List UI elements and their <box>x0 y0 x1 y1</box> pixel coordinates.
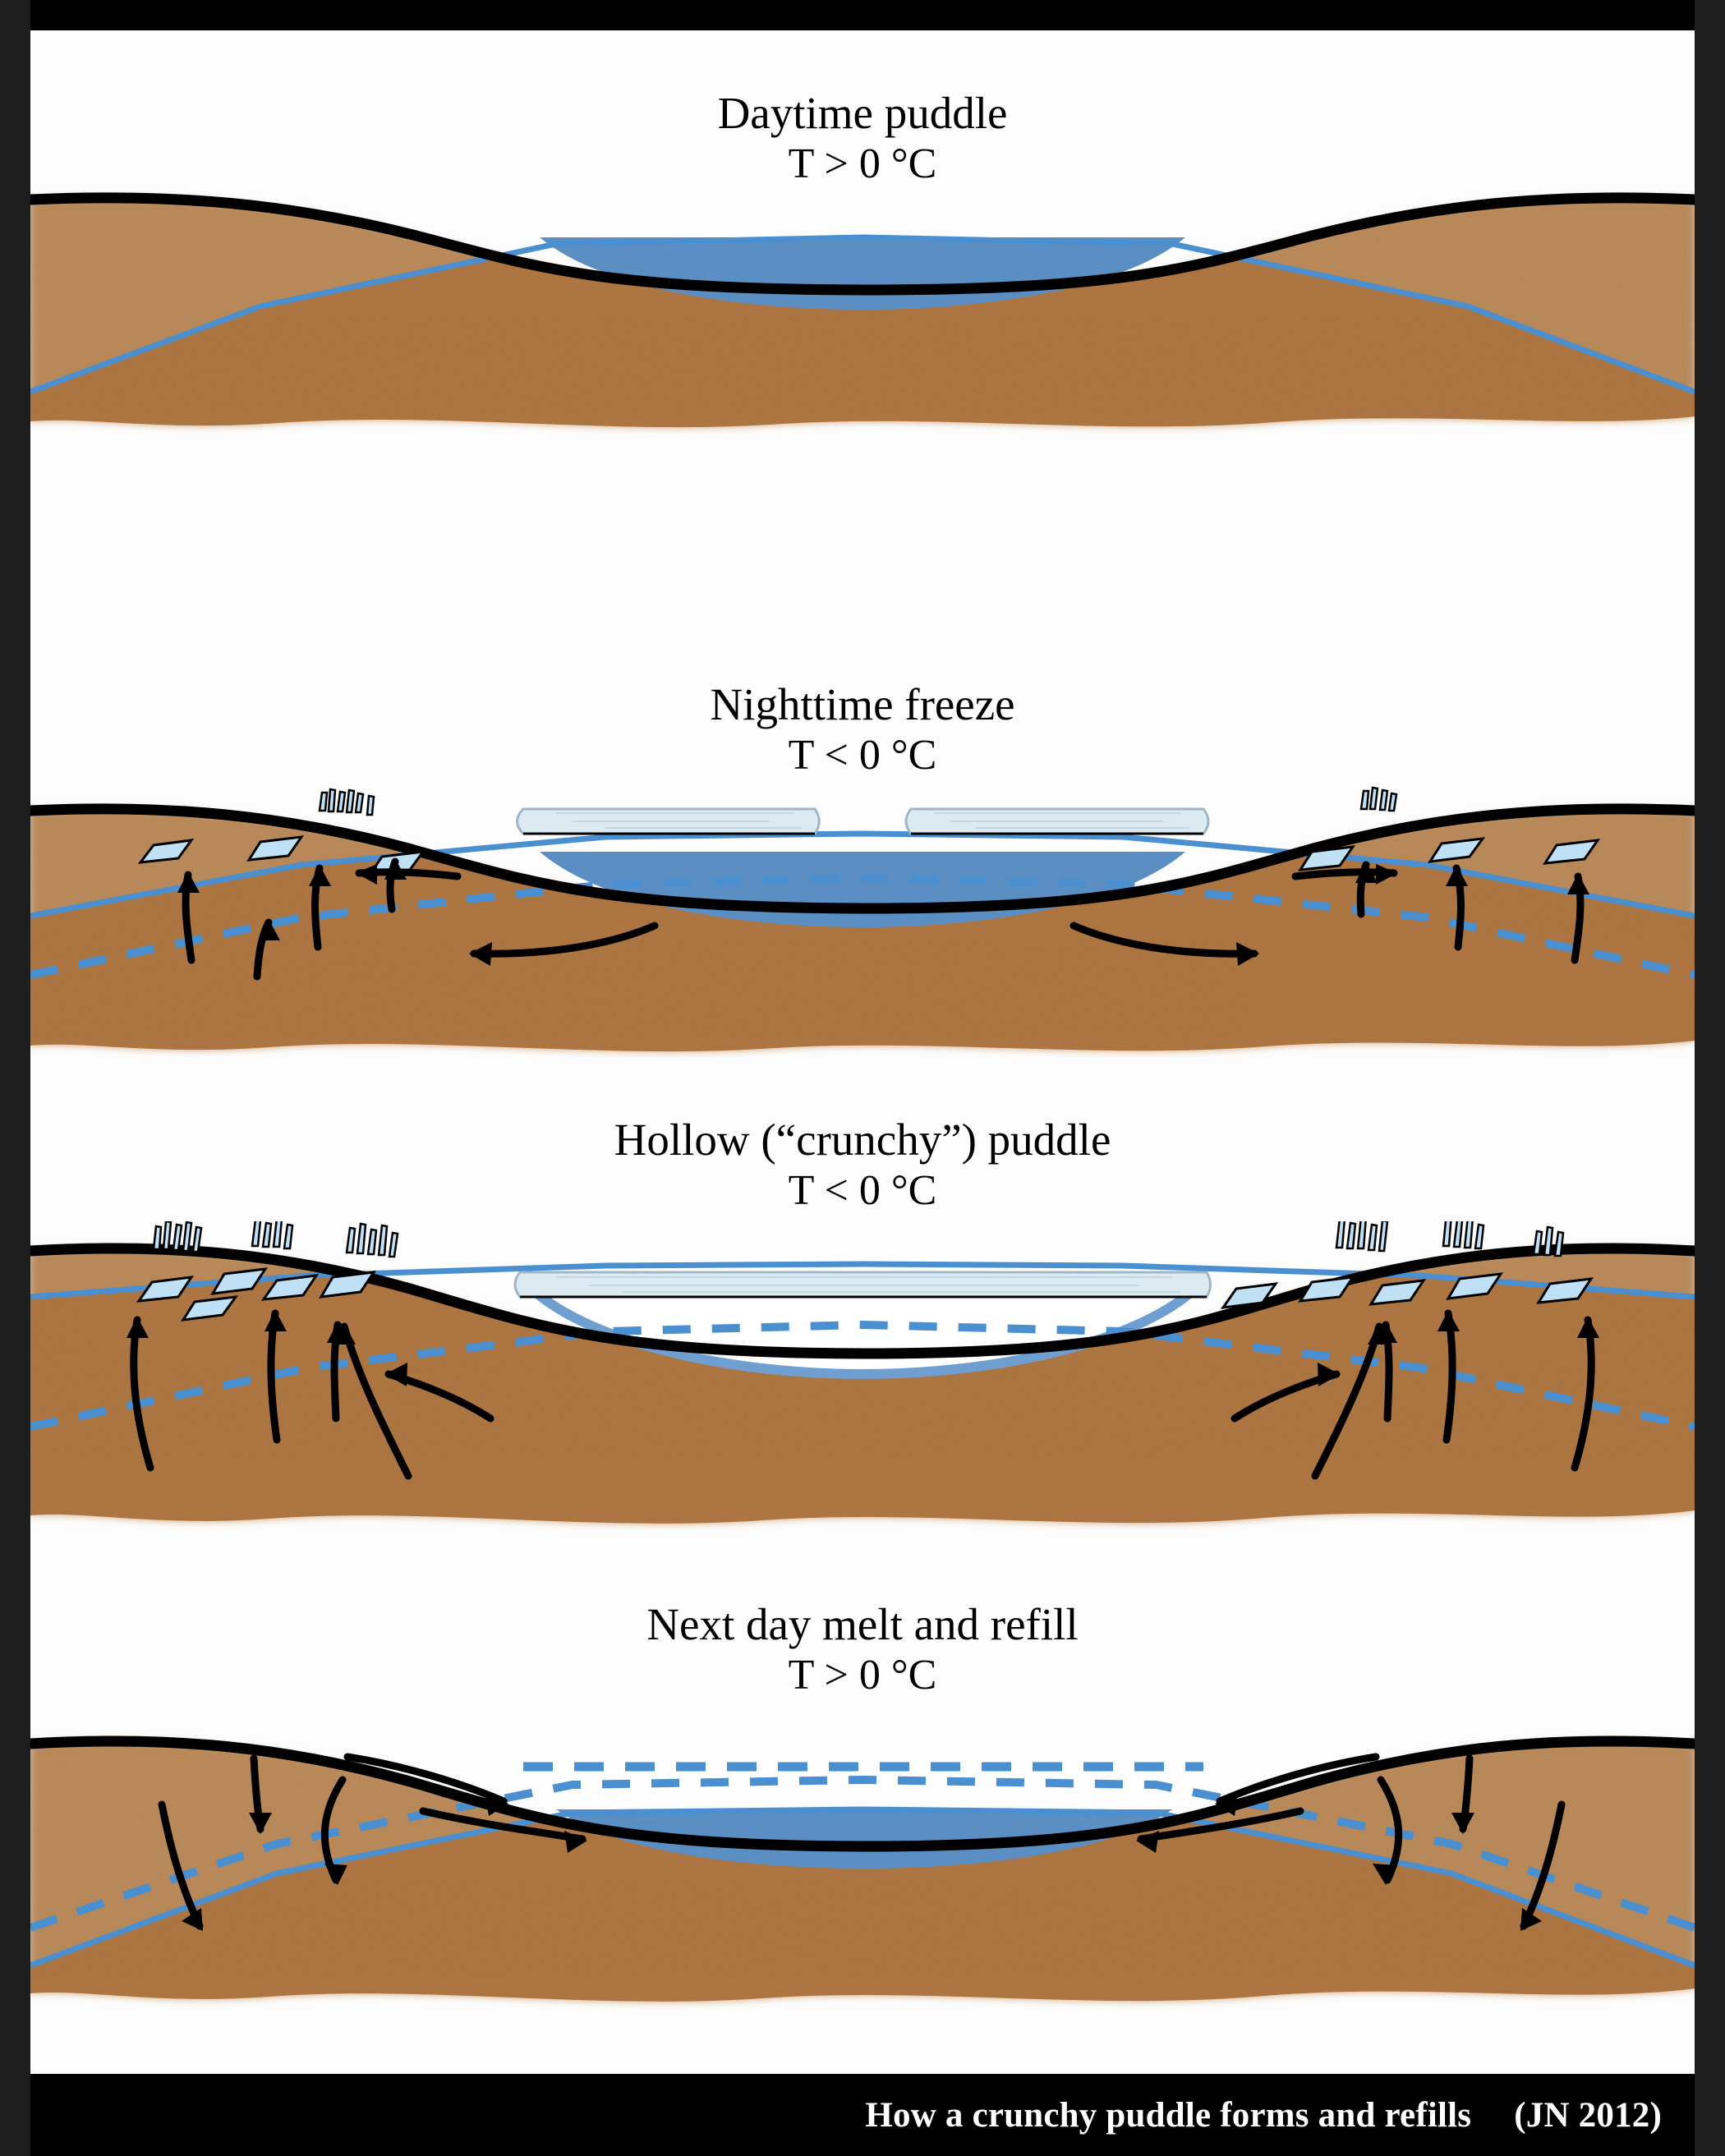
previous-water-table-dashed-4 <box>30 1775 1695 1932</box>
panel-hollow-crunchy-puddle: Hollow (“crunchy”) puddle T < 0 °C <box>30 885 1695 1524</box>
ground-surface-line-1 <box>30 192 1695 296</box>
panel-1-cross-section <box>30 192 1695 428</box>
needle-ice-2 <box>318 786 1398 816</box>
panel-4-title: Next day melt and refill <box>646 1599 1079 1649</box>
panel-4-titles: Next day melt and refill T > 0 °C <box>30 1599 1695 1700</box>
panel-nighttime-freeze: Nighttime freeze T < 0 °C <box>30 441 1695 1052</box>
previous-water-table-dashed-2 <box>30 873 1695 979</box>
ground-surface-line-2 <box>30 803 1695 914</box>
figure-page: Daytime puddle T > 0 °C <box>30 30 1695 2074</box>
water-table-line-4 <box>30 1806 1695 1969</box>
panel-4-cross-section <box>30 1735 1695 2002</box>
ice-crust-2 <box>516 807 1210 835</box>
footer-caption-bar: How a crunchy puddle forms and refills (… <box>30 2074 1695 2156</box>
panel-2-title: Nighttime freeze <box>710 679 1015 729</box>
panel-3-titles: Hollow (“crunchy”) puddle T < 0 °C <box>30 1115 1695 1216</box>
ground-surface-line-3 <box>30 1243 1695 1359</box>
panel-3-title: Hollow (“crunchy”) puddle <box>614 1115 1111 1165</box>
top-border-bar <box>30 0 1695 30</box>
needle-ice-3 <box>152 1221 1565 1258</box>
water-table-line-1 <box>30 234 1695 395</box>
ice-lenses-3 <box>136 1267 1594 1322</box>
puddle-water-1 <box>540 237 1185 310</box>
footer-caption-text: How a crunchy puddle forms and refills <box>865 2095 1472 2135</box>
flow-arrowheads-3 <box>126 1310 1599 1386</box>
panel-next-day-melt-and-refill: Next day melt and refill T > 0 °C <box>30 1386 1695 2002</box>
ice-crust-3 <box>513 1271 1212 1299</box>
footer-credit-text: (JN 2012) <box>1514 2095 1662 2135</box>
panel-1-title: Daytime puddle <box>717 88 1008 138</box>
panel-3-subtitle: T < 0 °C <box>788 1166 937 1214</box>
panel-2-cross-section <box>30 786 1695 1052</box>
panel-daytime-puddle: Daytime puddle T > 0 °C <box>30 30 1695 441</box>
footer-inner: How a crunchy puddle forms and refills (… <box>865 2095 1695 2135</box>
panel-2-titles: Nighttime freeze T < 0 °C <box>30 679 1695 780</box>
puddle-water-4 <box>556 1809 1172 1869</box>
previous-water-table-dashed-3 <box>30 1320 1695 1431</box>
panel-3-cross-section <box>30 1221 1695 1524</box>
panel-2-subtitle: T < 0 °C <box>788 731 937 779</box>
water-table-line-2 <box>30 830 1695 919</box>
flow-arrowheads-4 <box>182 1795 1542 1931</box>
flow-arrowheads-2 <box>177 858 1589 966</box>
ground-surface-line-4 <box>30 1735 1695 1852</box>
panel-4-subtitle: T > 0 °C <box>788 1651 937 1699</box>
